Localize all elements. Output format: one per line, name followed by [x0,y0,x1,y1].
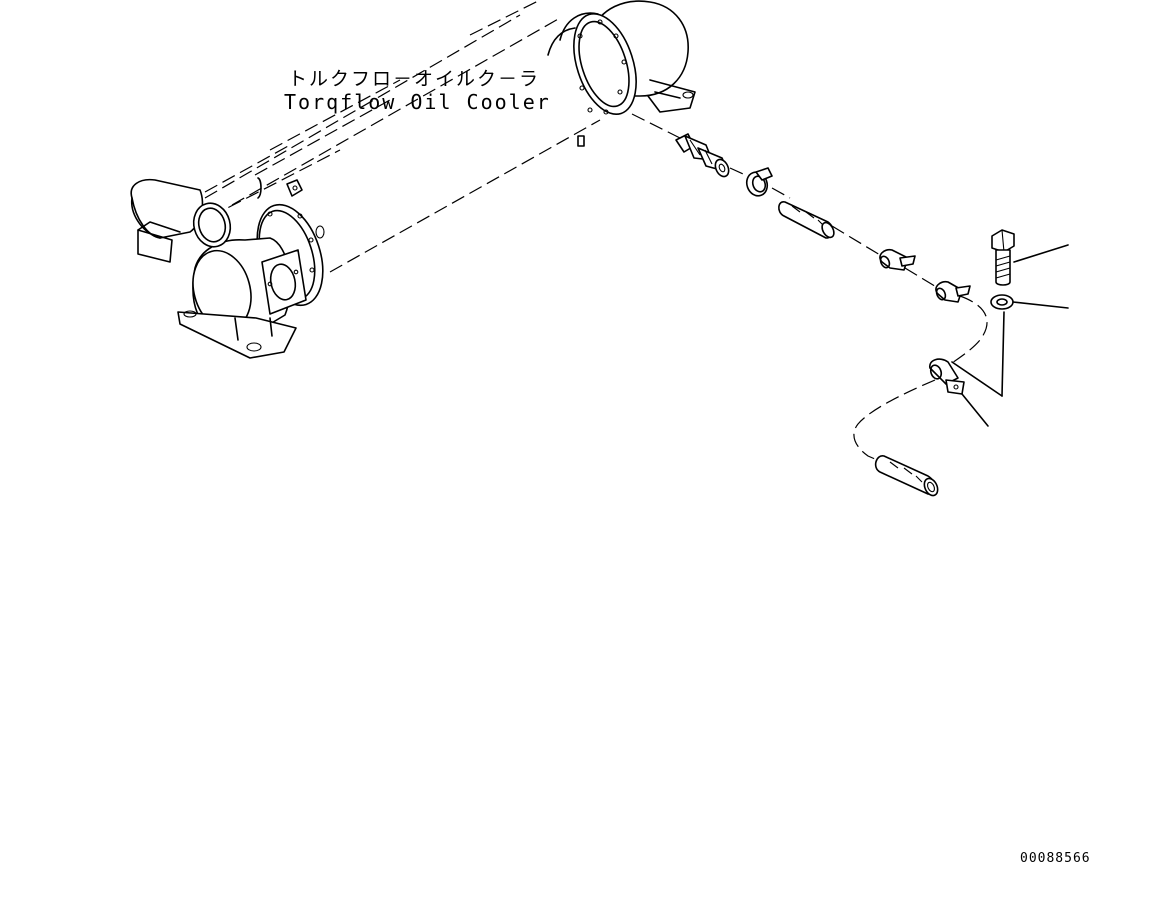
bracket-clamp-icon [929,311,1005,397]
clip-icon [935,280,971,303]
hose-icon [778,201,835,239]
bolt-icon [991,229,1015,286]
washer-icon [990,294,1014,310]
hose-fitting-icon [675,133,730,178]
drawing-number: 00088566 [1020,851,1091,866]
hose-icon [874,455,939,497]
leader-line-icon [961,244,1069,427]
part-title-japanese: トルクフロ－オイルク－ラ [288,68,541,90]
clip-icon [879,248,916,271]
part-title-english: Torqflow Oil Cooler [284,90,551,114]
hose-clamp-icon [745,167,773,197]
oil-cooler-icon [130,0,696,359]
leader-line-icon [631,113,988,463]
